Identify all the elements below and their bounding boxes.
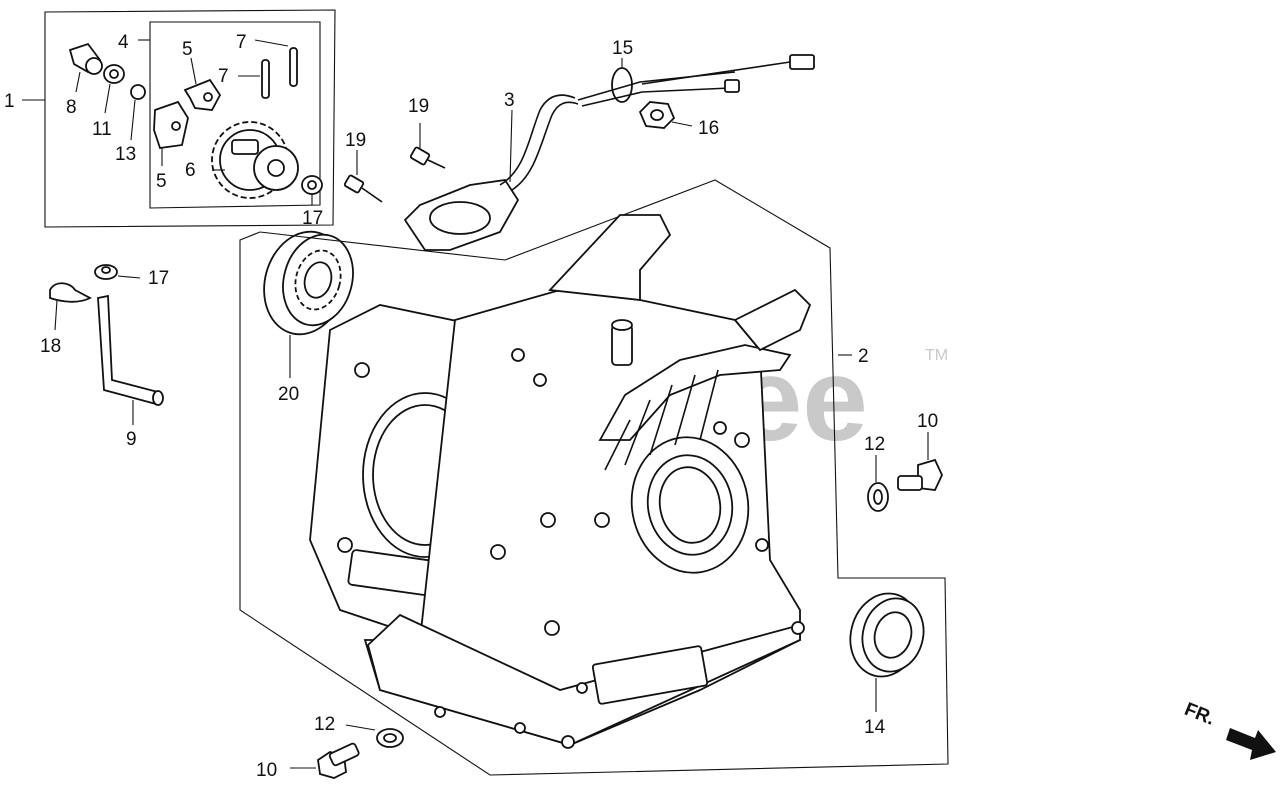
leader-13	[130, 99, 136, 141]
watermark-trademark: TM	[925, 347, 948, 364]
callout-17-upper: 17	[302, 208, 323, 229]
part-9-rod[interactable]	[97, 294, 164, 406]
part-7-pin-a[interactable]	[261, 59, 270, 99]
leader-3	[509, 109, 513, 183]
part-17-washer-upper[interactable]	[301, 175, 323, 195]
callout-16: 16	[698, 118, 719, 139]
callout-19-lower: 19	[345, 130, 366, 151]
callout-17-lower: 17	[148, 268, 169, 289]
part-6-pump-gear[interactable]	[211, 121, 299, 199]
part-5-upper[interactable]	[183, 78, 222, 111]
part-8-plug[interactable]	[68, 42, 103, 75]
part-16-nut[interactable]	[638, 101, 676, 129]
part-3-oil-switch[interactable]	[403, 94, 579, 251]
callout-19-upper: 19	[408, 96, 429, 117]
part-7-pin-b[interactable]	[289, 47, 298, 87]
oil-pump-subassembly-box	[149, 21, 321, 209]
part-5-lower[interactable]	[153, 100, 189, 149]
part-18-clip[interactable]	[49, 282, 92, 303]
front-direction-indicator: FR.	[1181, 699, 1276, 760]
callout-12-lower: 12	[314, 714, 335, 735]
callout-7-upper: 7	[236, 32, 247, 53]
callout-5-upper: 5	[182, 39, 193, 60]
part-15-grommet[interactable]	[577, 54, 815, 107]
callout-13: 13	[115, 144, 136, 165]
callout-6: 6	[185, 160, 196, 181]
callout-10-right: 10	[917, 411, 938, 432]
part-2-crankcase[interactable]	[309, 214, 812, 749]
leader-17b	[117, 275, 141, 279]
front-direction-arrow-icon	[1226, 728, 1276, 760]
part-10-bolt-right[interactable]	[897, 458, 943, 491]
callout-18: 18	[40, 336, 61, 357]
leader-11	[104, 83, 111, 114]
crankcase-group-box	[239, 179, 949, 776]
leader-12b	[345, 724, 376, 731]
callout-15: 15	[612, 38, 633, 59]
oil-pump-assembly-box	[44, 9, 336, 228]
callout-4: 4	[118, 32, 129, 53]
part-17-washer-lower[interactable]	[94, 264, 118, 280]
callout-12-right: 12	[864, 434, 885, 455]
callout-9: 9	[126, 429, 137, 450]
callout-20: 20	[278, 384, 299, 405]
front-direction-label: FR.	[1181, 699, 1217, 730]
leader-5a	[190, 57, 197, 85]
callout-14: 14	[864, 717, 886, 738]
leader-7a	[254, 39, 289, 47]
part-10-bolt-lower[interactable]	[317, 742, 360, 779]
part-11-washer[interactable]	[103, 64, 125, 84]
part-12-washer-right[interactable]	[867, 482, 889, 512]
leader-18	[54, 299, 58, 331]
callout-1: 1	[4, 91, 15, 112]
callout-8: 8	[66, 97, 77, 118]
part-14-oil-seal[interactable]	[841, 586, 931, 685]
part-12-washer-lower[interactable]	[376, 728, 404, 748]
part-13-ring[interactable]	[130, 84, 146, 100]
callout-3: 3	[504, 90, 515, 111]
callout-11: 11	[92, 119, 112, 140]
leader-16	[671, 121, 693, 127]
callout-5-lower: 5	[156, 171, 167, 192]
callout-7-lower: 7	[218, 66, 229, 87]
part-20-bearing[interactable]	[253, 222, 363, 343]
part-19-bolt-lower[interactable]	[343, 174, 383, 203]
part-19-bolt-upper[interactable]	[409, 146, 446, 169]
leader-8	[75, 71, 81, 93]
callout-2: 2	[858, 346, 869, 367]
callout-10-lower: 10	[256, 760, 277, 781]
